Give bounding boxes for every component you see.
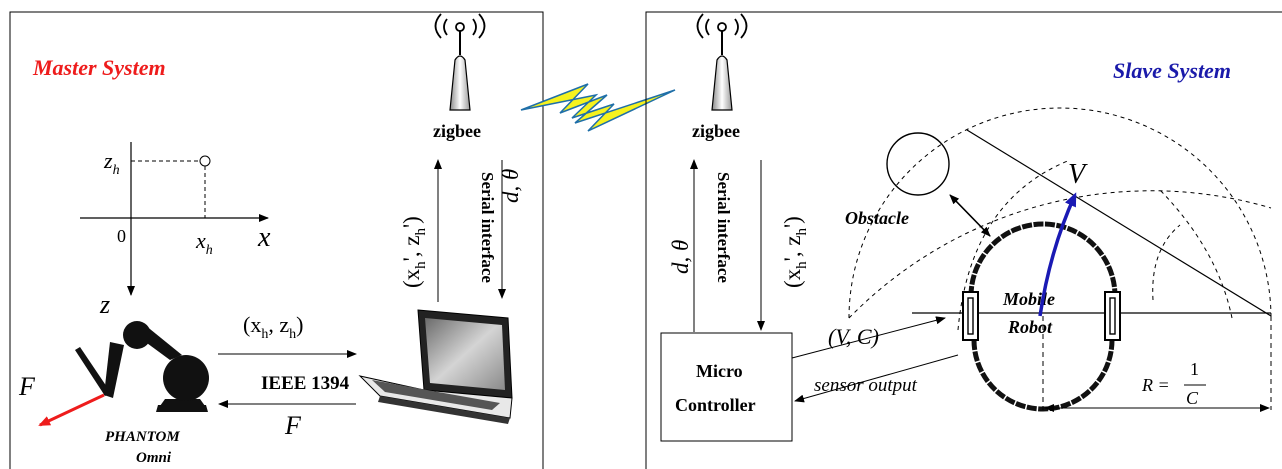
phantom-omni-icon [75,321,209,412]
z-axis-label: z [99,290,110,319]
master-position-label: (xh, zh) [243,312,303,342]
robot-force-arrow [38,393,105,427]
master-serial-label: Serial interface [478,172,497,283]
mid-dashed-arc-right [1159,189,1233,319]
robot-force-label: F [18,372,36,401]
velocity-tangent-line [966,129,1272,317]
slave-serial-label: Serial interface [714,172,733,283]
inner-dashed-arc [1152,224,1181,301]
outer-turning-arc [848,190,1272,319]
command-arrow [791,316,946,359]
sensor-arrow [794,354,959,403]
zh-label: zh [103,148,120,178]
radius-numerator: 1 [1190,359,1199,379]
master-link-down-label: d, θ [498,169,523,203]
mid-dashed-arc-left [957,159,1071,331]
slave-panel: Slave System zigbee Serial interface d, … [645,11,1282,469]
x-axis-label: x [257,222,271,253]
obstacle-label: Obstacle [845,208,909,228]
obstacle-distance-arrow-b [949,194,991,237]
xh-label: xh [195,228,213,258]
master-zigbee-antenna-icon [434,13,486,111]
ieee-1394-label: IEEE 1394 [261,373,350,394]
laptop-icon [358,309,513,424]
origin-label: 0 [117,226,126,246]
mobile-robot-line2: Robot [1007,317,1053,337]
radius-denominator: C [1186,388,1199,408]
coordinate-axes: 0 x z zh xh [80,142,271,319]
velocity-label: V [1068,159,1088,190]
velocity-arrow [1038,192,1077,317]
slave-frame [645,11,1282,469]
master-zigbee-label: zigbee [433,121,481,141]
phantom-label: PHANTOM [105,429,180,445]
master-panel: Master System 0 x z zh xh zigbee Serial … [9,11,544,469]
master-link-up-label: (xh', zh') [399,216,429,288]
command-label: (V, C) [828,324,879,349]
master-force-label: F [284,411,302,440]
slave-link-down-label: (xh', zh') [780,216,810,288]
master-frame [9,11,544,469]
sensor-output-label: sensor output [814,375,918,396]
micro-controller-line1: Micro [696,361,743,381]
wireless-link-bolt-icon [520,83,676,132]
hand-position-point [199,155,211,167]
master-title: Master System [32,55,166,80]
omni-label: Omni [136,450,172,466]
slave-zigbee-label: zigbee [692,121,740,141]
outer-dashed-semicircle [848,107,1272,319]
slave-title: Slave System [1113,58,1231,83]
slave-link-up-label: d, θ [668,240,693,274]
obstacle-circle [886,132,950,196]
radius-lhs: R = [1141,375,1170,395]
mobile-robot-line1: Mobile [1002,289,1055,309]
micro-controller-line2: Controller [675,395,756,415]
slave-zigbee-antenna-icon [696,13,748,111]
micro-controller-box [660,332,793,442]
